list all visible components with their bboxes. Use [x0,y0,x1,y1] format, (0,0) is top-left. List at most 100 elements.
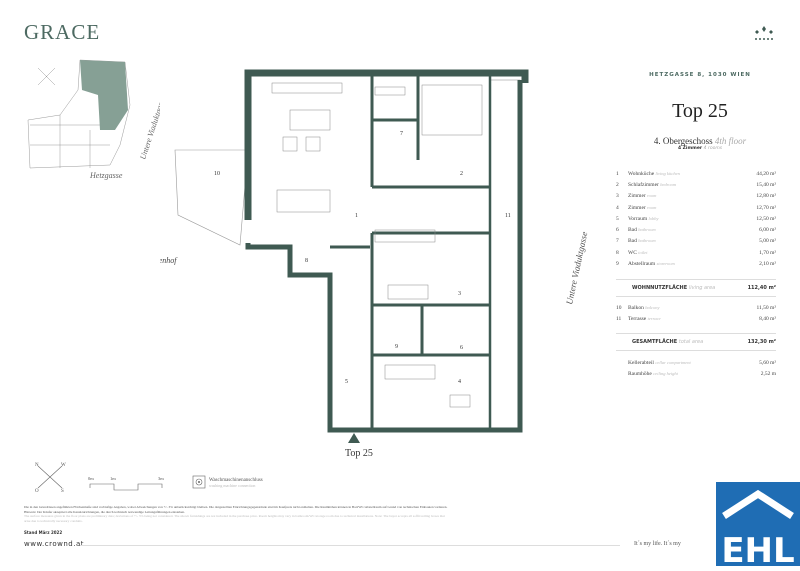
row-label: Kellerabteil cellar compartment [628,359,691,366]
row-label: Raumhöhe ceiling height [628,370,678,377]
room-number-11: 11 [505,213,511,219]
area-row: 4 Zimmer room 12,70 m² [616,202,776,213]
row-number: 5 [616,215,619,222]
row-label: Abstellraum storeroom [628,261,675,268]
crown-icon [755,26,773,40]
row-value: 5,00 m² [759,238,776,245]
svg-text:N: N [35,463,39,468]
svg-text:S: S [61,489,64,494]
room-number-7: 7 [400,131,403,137]
stand-date: Stand März 2022 [24,530,63,535]
row-value: 2,52 m [760,370,776,377]
row-value: 1,70 m² [759,249,776,256]
row-value: 12,50 m² [756,215,776,222]
row-label: Balkon balcony [628,304,660,311]
area-row: 3 Zimmer room 12,80 m² [616,191,776,202]
room-number-2: 2 [460,171,463,177]
area-row: 2 Schlafzimmer bedroom 15,40 m² [616,179,776,190]
row-value: 6,00 m² [759,227,776,234]
ehl-logo: EHL [716,482,800,571]
area-table: 1 Wohnküche living kitchen 44,20 m² 2 Schlaf… [616,168,776,270]
row-number: 10 [616,304,622,311]
footer-divider [80,545,620,546]
area-row: 9 Abstellraum storeroom 2,10 m² [616,258,776,269]
row-value: 44,20 m² [756,170,776,177]
row-value: 11,50 m² [756,304,776,311]
extra-row: Raumhöhe ceiling height 2,52 m [616,368,776,379]
row-value: 5,60 m² [759,359,776,366]
floor-plan: 10 1 2 7 8 3 9 6 5 4 11 Innenhof Top 25 … [160,69,589,459]
area-row: 5 Vorraum lobby 12,50 m² [616,213,776,224]
extra-row: Kellerabteil cellar compartment 5,60 m² [616,357,776,368]
entrance-label: Top 25 [345,448,373,459]
outdoor-row: 11 Terrasse terrace 8,40 m² [616,313,776,324]
unit-title: Top 25 [672,100,728,122]
room-number-5: 5 [345,379,348,385]
svg-text:3m: 3m [158,476,164,481]
row-label: Zimmer room [628,193,657,200]
rooms-label: 4 Zimmer 4 rooms [677,146,723,151]
website-link[interactable]: www.crownd.at [24,540,84,548]
street-label-viadukt: Untere Viaduktgasse [564,231,589,306]
floor-label: 4. Obergeschoss 4th floor [653,136,747,146]
row-value: 2,10 m² [759,261,776,268]
svg-text:0m: 0m [88,476,94,481]
area-row: 8 WC toilet 1,70 m² [616,247,776,258]
grace-logo: GRACE [24,20,101,44]
disclaimer: Die in den Grundrissen angeführten Fläch… [24,505,448,523]
area-row: 6 Bad bathroom 6,00 m² [616,224,776,235]
row-number: 11 [616,315,622,322]
row-number: 7 [616,238,619,245]
scale-bar: 0m 1m 3m [88,476,164,491]
terrace-outline [489,79,521,431]
row-label: Schlafzimmer bedroom [628,181,677,188]
svg-text:O: O [35,489,39,494]
row-number: 4 [616,204,619,211]
row-number: 6 [616,227,619,234]
entrance-arrow-icon [348,433,360,443]
slogan: It´s my life. It´s my [634,541,681,547]
extra-table: Kellerabteil cellar compartment 5,60 m² Ra… [616,357,776,380]
svg-text:EHL: EHL [721,531,794,566]
room-number-3: 3 [458,291,461,297]
outdoor-row: 10 Balkon balcony 11,50 m² [616,302,776,313]
row-label: Bad bathroom [628,227,656,234]
courtyard-label: Innenhof [160,256,178,265]
room-number-9: 9 [395,344,398,350]
washing-machine-icon [192,475,206,489]
row-number: 1 [616,170,619,177]
row-label: Terrasse terrace [628,315,661,322]
room-number-1: 1 [355,213,358,219]
row-value: 12,80 m² [756,193,776,200]
row-label: Vorraum lobby [628,215,659,222]
area-row: 7 Bad bathroom 5,00 m² [616,236,776,247]
room-number-6: 6 [460,345,463,351]
row-label: Wohnküche living kitchen [628,170,680,177]
keyplan-street-hetzgasse: Hetzgasse [89,171,123,180]
row-value: 12,70 m² [756,204,776,211]
compass-icon: N W O S [35,463,66,494]
row-label: WC toilet [628,249,648,256]
row-number: 3 [616,193,619,200]
row-label: Zimmer room [628,204,657,211]
row-number: 2 [616,181,619,188]
keyplan-street-viadukt: Untere Viaduktgasse [138,95,160,161]
row-number: 8 [616,249,619,256]
address: HETZGASSE 8, 1030 WIEN [649,72,751,78]
svg-text:W: W [61,463,66,468]
row-label: Bad bathroom [628,238,656,245]
row-value: 8,40 m² [759,315,776,322]
balcony-outline [174,149,249,246]
room-number-4: 4 [458,379,461,385]
room-number-10: 10 [214,171,220,177]
outdoor-table: 10 Balkon balcony 11,50 m² 11 Terrasse terra… [616,302,776,325]
key-plan: Hetzgasse Untere Viaduktgasse [27,59,160,180]
row-value: 15,40 m² [756,181,776,188]
svg-text:1m: 1m [110,476,116,481]
area-row: 1 Wohnküche living kitchen 44,20 m² [616,168,776,179]
room-number-8: 8 [305,258,308,264]
row-number: 9 [616,261,619,268]
